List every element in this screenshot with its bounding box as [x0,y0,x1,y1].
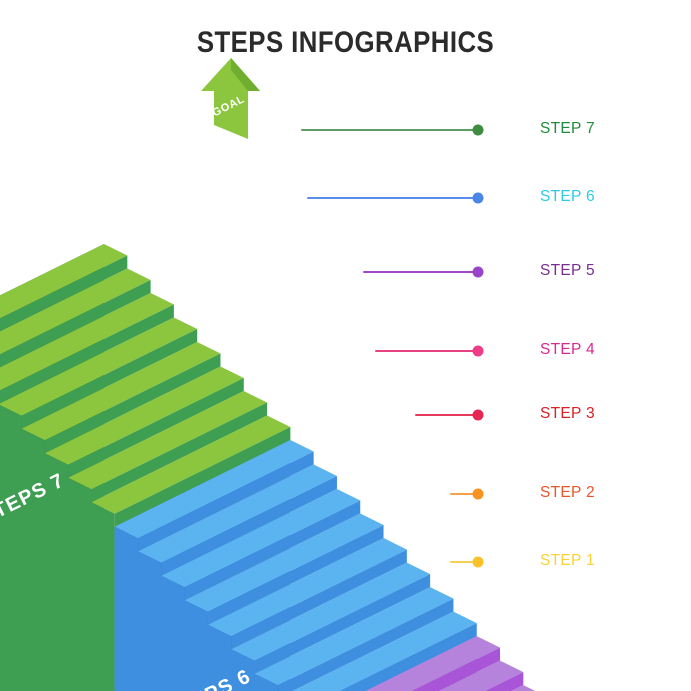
legend-label-step-1[interactable]: STEP 1 [540,552,595,569]
stair-riser [0,304,174,404]
stair-riser [339,623,477,691]
stair-tread [161,489,361,588]
stair-tread [0,293,174,391]
stair-tread [0,244,128,319]
stair-riser [254,574,431,674]
stair-riser [114,427,291,527]
stair-tread [231,562,431,661]
stair-tread [365,636,501,691]
stair-tread [0,268,151,355]
stair-tread [292,611,477,691]
stair-riser [138,451,314,552]
stair-tread [21,342,221,441]
stair-riser [412,647,501,691]
legend-label-step-2[interactable]: STEP 2 [540,484,595,501]
staircase-blocks: STEPS 7STEPS 6STEPS 5STEPS 4STEPS 3STEPS… [0,244,536,691]
stair-tread [511,685,536,691]
block-front-face [114,526,278,691]
legend-dot-4[interactable] [472,345,484,357]
goal-arrow-shade [231,58,260,91]
stair-tread [91,415,291,514]
legend-label-step-7[interactable]: STEP 7 [540,120,595,137]
stair-riser [184,500,361,601]
block-step6: STEPS 6 [114,440,477,691]
stair-tread [207,538,407,637]
legend-label-step-5[interactable]: STEP 5 [540,262,595,279]
stair-tread [68,391,268,490]
legend-dot-1[interactable] [472,124,484,136]
page-title: STEPS INFOGRAPHICS [196,26,495,59]
legend-label-step-3[interactable]: STEP 3 [540,405,595,422]
stair-riser [161,476,337,576]
legend-dot-5[interactable] [472,409,484,421]
stair-riser [485,672,524,691]
stair-riser [21,329,198,429]
legend-dot-6[interactable] [472,488,484,500]
stair-riser [231,549,407,650]
stair-tread [0,317,198,416]
legend-dot-7[interactable] [472,556,484,568]
stair-tread [254,587,454,686]
stair-tread [184,513,384,612]
stair-riser [277,598,454,691]
goal-arrow: GOAL [201,58,260,139]
block-front-face [0,405,115,691]
stair-riser [44,353,221,454]
stair-riser [68,378,244,478]
legend-dot-2[interactable] [472,192,484,204]
stair-riser [0,280,151,368]
legend-connectors [301,124,484,568]
stair-tread [114,440,314,539]
legend-label-step-4[interactable]: STEP 4 [540,341,595,358]
stair-tread [438,660,524,691]
stair-tread [138,464,337,563]
stair-riser [0,255,128,332]
stair-riser [207,525,384,625]
legend-label-step-6[interactable]: STEP 6 [540,188,595,205]
stair-riser [91,402,268,503]
block-step5: STEPS 5 [365,636,536,691]
stair-tread [44,366,244,465]
block-step7: STEPS 7 [0,244,291,691]
legend-dot-3[interactable] [472,266,484,278]
